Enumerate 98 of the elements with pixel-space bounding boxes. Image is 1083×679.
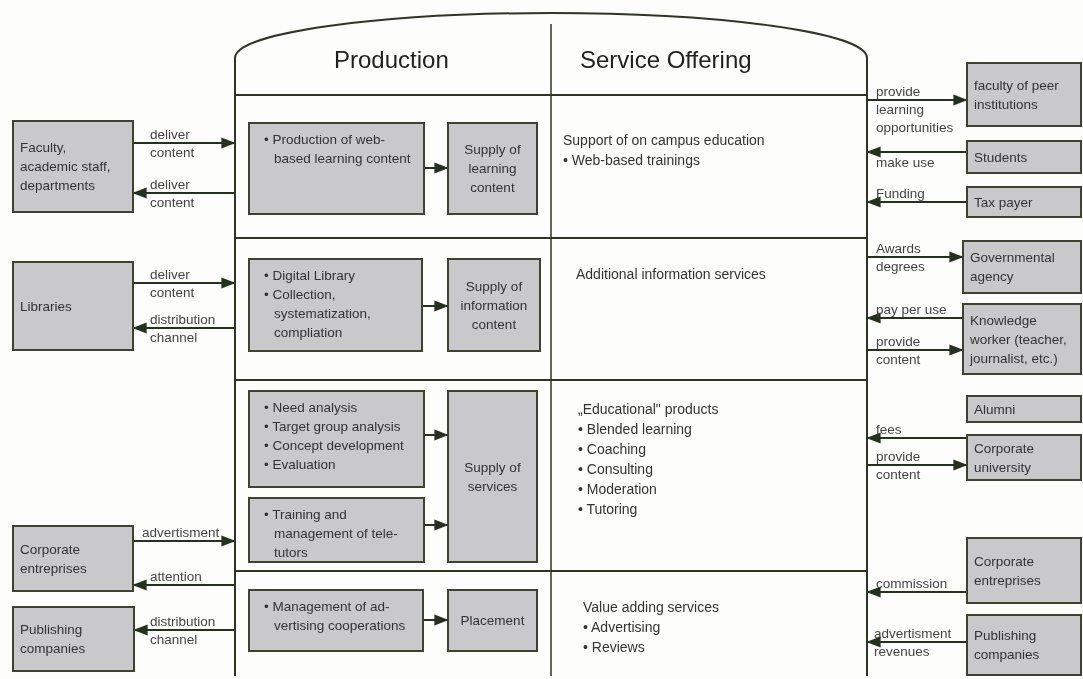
arrow <box>133 535 236 547</box>
service-item: • Reviews <box>583 638 645 657</box>
arrow <box>867 459 968 471</box>
actor-box <box>966 614 1082 676</box>
arrow <box>424 429 449 441</box>
box-text: • Digital Library <box>264 267 356 285</box>
edge-label: pay per use <box>876 301 948 319</box>
box-text: Governmental agency <box>970 249 1056 286</box>
edge-label: provide learning opportunities <box>876 83 955 137</box>
service-item: • Consulting <box>578 460 653 479</box>
box-text: • Evaluation <box>264 456 337 474</box>
edge-label: commission <box>876 575 949 593</box>
edge-label: advertisment <box>142 524 221 542</box>
output-box <box>447 390 538 563</box>
box-text: Tax payer <box>974 193 1034 212</box>
box-text: Students <box>974 148 1029 167</box>
actor-box <box>12 120 134 213</box>
actor-box <box>966 186 1082 218</box>
box-text: Faculty, academic staff, departments <box>20 139 112 195</box>
service-heading: Additional information services <box>576 265 766 284</box>
actor-box <box>962 303 1082 375</box>
service-item: • Blended learning <box>578 420 692 439</box>
arrow <box>867 344 964 356</box>
box-text: Supply of learning content <box>463 141 522 197</box>
box-text: Publishing companies <box>20 621 87 658</box>
process-box <box>248 122 425 215</box>
box-text: Knowledge worker (teacher, journalist, etc.) <box>970 311 1068 368</box>
actor-box <box>12 606 135 672</box>
arrow <box>423 614 449 626</box>
edge-label: make use <box>876 154 936 172</box>
output-box <box>447 258 541 352</box>
service-item: • Advertising <box>583 618 661 637</box>
arrow <box>867 94 968 106</box>
service-item: • Tutoring <box>578 500 638 519</box>
box-text: Corporate entreprises <box>974 552 1042 590</box>
service-heading: Value adding services <box>583 598 719 617</box>
service-item: • Coaching <box>578 440 646 459</box>
edge-label: attention <box>150 568 203 586</box>
arrow <box>133 137 236 149</box>
box-text: Alumni <box>974 400 1017 419</box>
edge-label: Awards degrees <box>876 240 926 276</box>
edge-label: deliver content <box>150 176 196 212</box>
arrow <box>424 162 449 174</box>
box-text: Supply of services <box>463 458 522 496</box>
process-box <box>248 497 425 563</box>
box-text: Corporate entreprises <box>20 540 88 578</box>
actor-box <box>966 62 1082 127</box>
actor-box <box>966 434 1082 481</box>
service-item: • Moderation <box>578 480 657 499</box>
arrow <box>867 251 964 263</box>
arrow <box>866 312 963 324</box>
box-text: Supply of information content <box>459 277 529 334</box>
box-text: • Collection, systematization, compliation <box>264 286 372 342</box>
edge-label: provide content <box>876 448 922 484</box>
box-text: • Target group analysis <box>264 418 402 436</box>
edge-label: distribution channel <box>150 311 217 347</box>
output-box <box>447 589 538 652</box>
edge-label: fees <box>876 421 903 439</box>
box-text: Corporate university <box>974 439 1036 477</box>
box-text: Libraries <box>20 297 73 316</box>
actor-box <box>966 537 1082 604</box>
box-text: • Management of ad-vertising cooperations <box>264 598 407 635</box>
actor-box <box>12 525 134 592</box>
box-text: • Concept development <box>264 437 405 455</box>
edge-label: distribution channel <box>150 613 217 649</box>
arrow <box>422 300 449 312</box>
box-text: Publishing companies <box>974 627 1041 664</box>
edge-label: deliver content <box>150 126 196 162</box>
box-text: • Production of web-based learning content <box>264 131 412 168</box>
service-heading: „Educational" products <box>578 400 719 419</box>
arrow <box>866 146 967 158</box>
edge-label: advertisment revenues <box>874 625 953 661</box>
arrow <box>866 196 967 208</box>
box-text: • Training and management of tele-tutors <box>264 506 399 562</box>
edge-label: deliver content <box>150 266 196 302</box>
box-text: faculty of peer institutions <box>974 76 1060 114</box>
column-header: Service Offering <box>580 46 752 74</box>
arrow <box>866 432 967 444</box>
process-box <box>248 390 425 488</box>
process-box <box>248 589 424 652</box>
edge-label: provide content <box>876 333 922 369</box>
box-text: Placement <box>459 612 526 630</box>
box-text: • Need analysis <box>264 399 359 417</box>
process-box <box>248 258 423 352</box>
edge-label: Funding <box>876 185 926 203</box>
service-item: • Web-based trainings <box>563 151 700 170</box>
output-box <box>447 122 538 215</box>
actor-box <box>966 140 1082 174</box>
arrow <box>866 586 967 598</box>
arrow <box>133 277 236 289</box>
domed-frame <box>234 12 868 676</box>
actor-box <box>962 240 1082 294</box>
actor-box <box>966 395 1082 423</box>
service-heading: Support of on campus education <box>563 131 765 150</box>
arrow <box>866 636 967 648</box>
column-header: Production <box>334 46 449 74</box>
arrow <box>424 519 449 531</box>
actor-box <box>12 261 134 351</box>
